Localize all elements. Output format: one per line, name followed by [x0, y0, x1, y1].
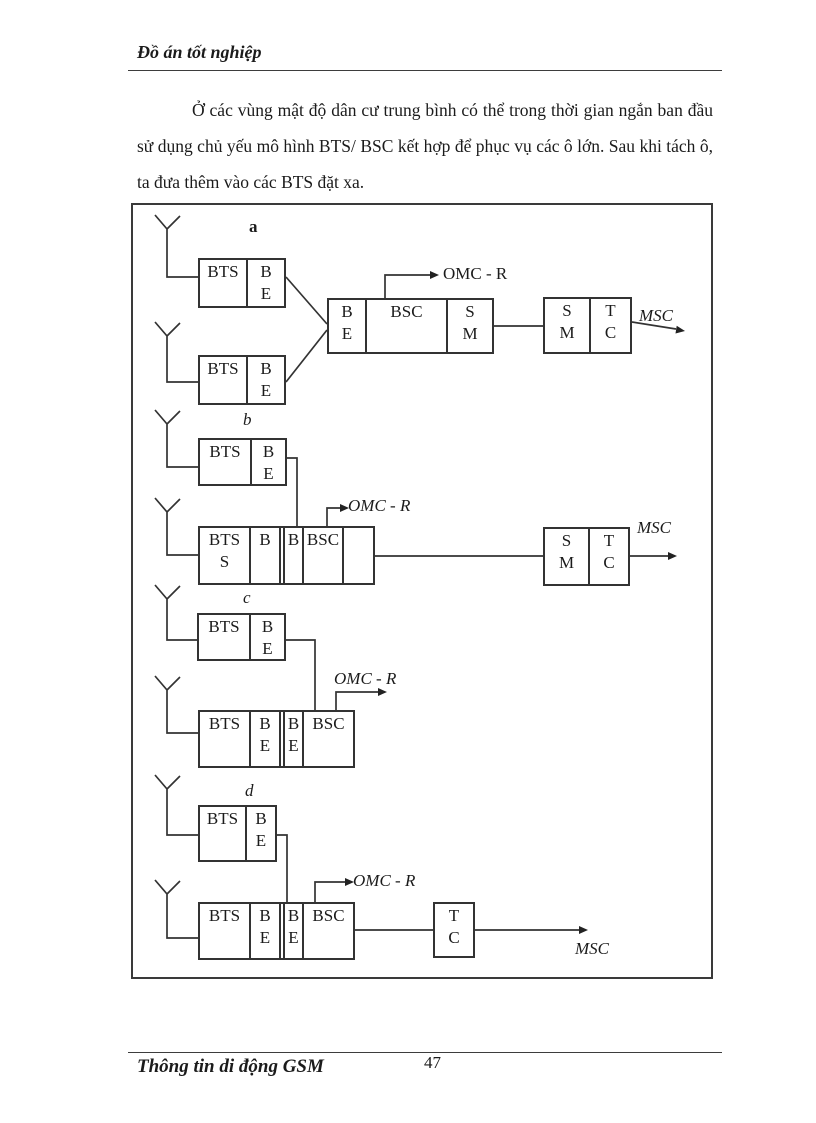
sm-tc-box: S M T C: [543, 527, 630, 586]
bts-be-box: BTS B E: [198, 805, 277, 862]
divider-sliver: [279, 712, 283, 766]
tc-box: T C: [433, 902, 475, 958]
omc-r-label: OMC - R: [443, 264, 508, 283]
b-cell: B: [249, 528, 279, 583]
arrowhead: [340, 504, 349, 512]
b-cell: B: [283, 528, 302, 583]
bts-cell: BTS: [207, 262, 239, 281]
bsc-box: BTS B E B E BSC: [198, 710, 355, 768]
be-cell: B E: [283, 904, 302, 958]
be-cell: B E: [249, 904, 279, 958]
antenna-icon: [154, 214, 198, 278]
omc-r-label: OMC - R: [334, 669, 397, 688]
omc-r-label: OMC - R: [348, 496, 411, 515]
msc-arrow: [631, 321, 677, 330]
divider-sliver: [279, 904, 283, 958]
diagram-frame: a BTS B E BTS B E OMC - R B E BSC S M S …: [131, 203, 713, 979]
sm-cell: S M: [559, 301, 575, 342]
tc-cell: T C: [588, 529, 628, 584]
msc-label: MSC: [639, 306, 673, 325]
bts-be-box: BTS B E: [198, 438, 287, 486]
bts-be-box: BTS B E: [198, 258, 286, 308]
bts-cell: BTS: [208, 906, 241, 925]
bts-be-box: BTS B E: [197, 613, 286, 661]
be-cell: B E: [283, 712, 302, 766]
arrowhead: [668, 552, 677, 560]
be-cell: B E: [249, 615, 284, 659]
connector-line: [277, 834, 288, 902]
antenna-icon: [154, 497, 198, 556]
antenna-icon: [154, 584, 197, 641]
page-number: 47: [424, 1053, 441, 1072]
section-a-label: a: [249, 217, 258, 236]
omc-arrow: [335, 691, 378, 710]
connector-line: [287, 457, 298, 526]
arrowhead: [378, 688, 387, 696]
be-cell: B E: [250, 440, 285, 484]
msc-label: MSC: [637, 518, 671, 537]
bts-cell: BTS: [208, 714, 241, 733]
footer-rule: [128, 1052, 722, 1053]
header-rule: [128, 70, 722, 71]
omc-r-label: OMC - R: [353, 871, 416, 890]
omc-arrow: [314, 881, 345, 902]
be-cell: B E: [246, 260, 284, 306]
be-cell: B E: [341, 302, 353, 343]
arrowhead: [430, 271, 439, 279]
divider-sliver: [279, 528, 283, 583]
bsc-cell: BSC: [302, 712, 353, 766]
sm-tc-box: S M T C: [543, 297, 632, 354]
bts-cell: BTS: [206, 809, 239, 828]
header-title: Đồ án tốt nghiệp: [137, 42, 262, 62]
section-d-label: d: [245, 781, 254, 800]
tc-cell: T C: [589, 299, 630, 352]
bts-s-cell: BTS S: [208, 530, 241, 571]
sm-cell: S M: [558, 531, 575, 572]
bsc-box: BTS S B B BSC: [198, 526, 375, 585]
antenna-icon: [154, 774, 198, 836]
connector-line: [286, 639, 316, 710]
footer-title: Thông tin di động GSM: [137, 1056, 324, 1077]
arrowhead: [675, 325, 685, 334]
omc-arrow: [326, 507, 340, 526]
diagram-border: [131, 203, 713, 979]
sm-cell: S M: [446, 300, 492, 352]
bsc-cell: BSC: [302, 904, 353, 958]
bts-cell: BTS: [207, 359, 239, 378]
connector-line: [285, 276, 328, 383]
be-cell: B E: [245, 807, 275, 860]
body-paragraph: Ở các vùng mật độ dân cư trung bình có t…: [137, 100, 713, 192]
bts-be-box: BTS B E: [198, 355, 286, 405]
arrowhead: [579, 926, 588, 934]
antenna-icon: [154, 321, 198, 383]
antenna-icon: [154, 879, 198, 939]
section-b-label: b: [243, 410, 252, 429]
arrowhead: [345, 878, 354, 886]
antenna-icon: [154, 675, 198, 734]
bsc-box: BTS B E B E BSC: [198, 902, 355, 960]
section-c-label: c: [243, 588, 251, 607]
spare-cell: [342, 528, 373, 583]
bts-cell: BTS: [208, 617, 240, 636]
bsc-box: B E BSC S M: [327, 298, 494, 354]
msc-label: MSC: [575, 939, 609, 958]
be-cell: B E: [246, 357, 284, 403]
omc-arrow: [384, 274, 430, 298]
bsc-cell: BSC: [302, 528, 342, 583]
diagram-lines: [154, 214, 685, 939]
bsc-cell: BSC: [365, 300, 446, 352]
tc-cell: T C: [448, 906, 460, 947]
be-cell: B E: [249, 712, 279, 766]
antenna-icon: [154, 409, 198, 468]
bts-cell: BTS: [209, 442, 241, 461]
